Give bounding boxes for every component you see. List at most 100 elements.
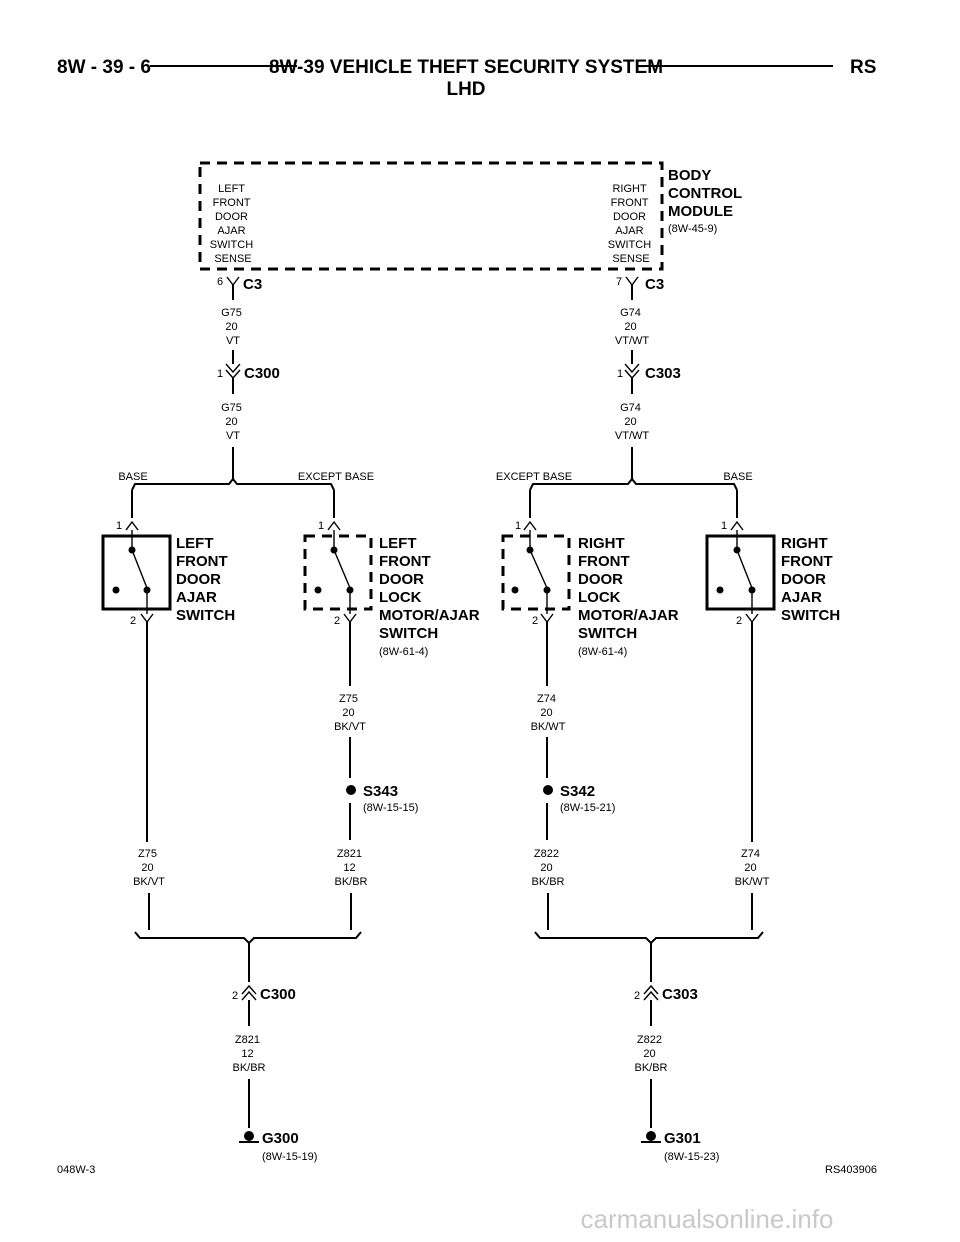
sw2-contact-left bbox=[314, 586, 322, 594]
c303-inline-pin: 1 bbox=[617, 368, 623, 380]
bcm-box bbox=[198, 161, 664, 271]
g300-name: G300 bbox=[262, 1130, 299, 1147]
page-header: 8W - 39 - 6 8W-39 VEHICLE THEFT SECURITY… bbox=[57, 57, 876, 100]
sw3-ref: (8W-61-4) bbox=[578, 646, 627, 658]
wire-z75-ajar-label: Z75 20 BK/VT bbox=[133, 848, 165, 888]
sw1-label: LEFT FRONT DOOR AJAR SWITCH bbox=[176, 535, 235, 624]
sw3-arm bbox=[529, 549, 548, 589]
figure-code: 048W-3 bbox=[57, 1164, 95, 1176]
sw4-pin1: 1 bbox=[721, 520, 727, 532]
right-option-split bbox=[529, 477, 738, 491]
right-door-ajar-switch: 1 2 RIGHT FRONT DOOR AJAR SWITCH bbox=[705, 520, 840, 627]
splice-s342-ref: (8W-15-21) bbox=[560, 802, 615, 814]
drawing-number: RS403906 bbox=[825, 1164, 877, 1176]
left-upper-circuit: 6 C3 G75 20 VT 1 C300 G75 20 VT BASE EXC… bbox=[118, 276, 374, 518]
sw2-pin2: 2 bbox=[334, 615, 340, 627]
c303-inline-connector: C303 bbox=[645, 365, 681, 382]
sw4-pin2: 2 bbox=[736, 615, 742, 627]
c300-ground-symbol bbox=[241, 984, 257, 1001]
left-door-lock-motor-switch: 1 2 LEFT FRONT DOOR LOCK MOTOR/AJAR SWIT… bbox=[303, 520, 484, 658]
right-base-label: BASE bbox=[723, 471, 752, 483]
wire-z75-lock-label: Z75 20 BK/VT bbox=[334, 693, 366, 733]
c303-ground-wire-label: Z822 20 BK/BR bbox=[634, 1034, 667, 1074]
wire-g74-label-top: G74 20 VT/WT bbox=[615, 307, 649, 347]
c300-ground-pin: 2 bbox=[232, 990, 238, 1002]
sw1-pin2: 2 bbox=[130, 615, 136, 627]
sw4-pin2-symbol bbox=[745, 613, 759, 624]
sw3-pin1: 1 bbox=[515, 520, 521, 532]
lower-wiring: Z75 20 BK/VT Z75 20 BK/VT S343 (8W-15-15… bbox=[133, 622, 770, 1163]
sw1-box bbox=[101, 534, 172, 611]
c303-inline-symbol bbox=[624, 363, 640, 380]
splice-s343-name: S343 bbox=[363, 783, 398, 800]
bcm-ref: (8W-45-9) bbox=[668, 223, 717, 235]
wire-z822-label: Z822 20 BK/BR bbox=[531, 848, 564, 888]
sw3-contact-left bbox=[511, 586, 519, 594]
model-code: RS bbox=[850, 57, 876, 78]
wire-z74-ajar-label: Z74 20 BK/WT bbox=[735, 848, 770, 888]
sw2-label: LEFT FRONT DOOR LOCK MOTOR/AJAR SWITCH bbox=[379, 535, 484, 642]
sw2-arm bbox=[333, 549, 351, 589]
c300-inline-connector: C300 bbox=[244, 365, 280, 382]
bcm-right-pin-symbol bbox=[625, 276, 639, 287]
splice-s342-name: S342 bbox=[560, 783, 595, 800]
left-except-base-label: EXCEPT BASE bbox=[298, 471, 374, 483]
bcm-left-pin: 6 bbox=[217, 276, 223, 288]
sw2-ref: (8W-61-4) bbox=[379, 646, 428, 658]
c303-ground-name: C303 bbox=[662, 986, 698, 1003]
wire-z821-label: Z821 12 BK/BR bbox=[334, 848, 367, 888]
right-ground-merge bbox=[534, 931, 764, 945]
splice-s342-dot bbox=[543, 785, 553, 795]
c303-ground-symbol bbox=[643, 984, 659, 1001]
g301-ground-icon bbox=[641, 1131, 661, 1143]
sw3-pin2-symbol bbox=[540, 613, 554, 624]
page-subtitle: LHD bbox=[446, 79, 485, 100]
wire-z74-lock-label: Z74 20 BK/WT bbox=[531, 693, 566, 733]
splice-s343-dot bbox=[346, 785, 356, 795]
sw1-contact-left bbox=[112, 586, 120, 594]
bcm-left-connector: C3 bbox=[243, 276, 262, 293]
body-control-module: LEFT FRONT DOOR AJAR SWITCH SENSE RIGHT … bbox=[198, 161, 746, 271]
sw4-contact-left bbox=[716, 586, 724, 594]
bcm-right-pin: 7 bbox=[616, 276, 622, 288]
wire-g75-label-top: G75 20 VT bbox=[221, 307, 245, 347]
wire-g75-label-mid: G75 20 VT bbox=[221, 402, 245, 442]
sw1-arm bbox=[131, 549, 148, 589]
c300-inline-symbol bbox=[225, 363, 241, 380]
sw3-pin1-symbol bbox=[523, 520, 537, 531]
c300-ground-name: C300 bbox=[260, 986, 296, 1003]
left-ground-merge bbox=[134, 931, 362, 945]
bcm-name: BODY CONTROL MODULE bbox=[668, 167, 746, 220]
sw1-pin1: 1 bbox=[116, 520, 122, 532]
c300-inline-pin: 1 bbox=[217, 368, 223, 380]
left-option-split bbox=[131, 477, 335, 491]
bcm-right-sense-label: RIGHT FRONT DOOR AJAR SWITCH SENSE bbox=[608, 183, 654, 265]
page-number: 8W - 39 - 6 bbox=[57, 57, 151, 78]
c300-ground-wire-label: Z821 12 BK/BR bbox=[232, 1034, 265, 1074]
page-title: 8W-39 VEHICLE THEFT SECURITY SYSTEM bbox=[269, 57, 663, 78]
bcm-left-sense-label: LEFT FRONT DOOR AJAR SWITCH SENSE bbox=[210, 183, 256, 265]
sw4-pin1-symbol bbox=[730, 520, 744, 531]
right-upper-circuit: 7 C3 G74 20 VT/WT 1 C303 G74 20 VT/WT EX… bbox=[496, 276, 753, 518]
sw2-pin2-symbol bbox=[343, 613, 357, 624]
watermark: carmanualsonline.info bbox=[581, 1204, 834, 1234]
g301-ref: (8W-15-23) bbox=[664, 1151, 719, 1163]
sw4-label: RIGHT FRONT DOOR AJAR SWITCH bbox=[781, 535, 840, 624]
sw1-pin1-symbol bbox=[125, 520, 139, 531]
left-door-ajar-switch: 1 2 LEFT FRONT DOOR AJAR SWITCH bbox=[101, 520, 235, 627]
sw3-pin2: 2 bbox=[532, 615, 538, 627]
sw4-arm bbox=[736, 549, 753, 589]
sw1-pin2-symbol bbox=[140, 613, 154, 624]
left-base-label: BASE bbox=[118, 471, 147, 483]
g300-ground-icon bbox=[239, 1131, 259, 1143]
wire-g74-label-mid: G74 20 VT/WT bbox=[615, 402, 649, 442]
sw4-box bbox=[705, 534, 776, 611]
sw3-label: RIGHT FRONT DOOR LOCK MOTOR/AJAR SWITCH bbox=[578, 535, 683, 642]
g301-name: G301 bbox=[664, 1130, 701, 1147]
right-except-base-label: EXCEPT BASE bbox=[496, 471, 572, 483]
g300-ref: (8W-15-19) bbox=[262, 1151, 317, 1163]
bcm-right-connector: C3 bbox=[645, 276, 664, 293]
c303-ground-pin: 2 bbox=[634, 990, 640, 1002]
bcm-left-pin-symbol bbox=[226, 276, 240, 287]
